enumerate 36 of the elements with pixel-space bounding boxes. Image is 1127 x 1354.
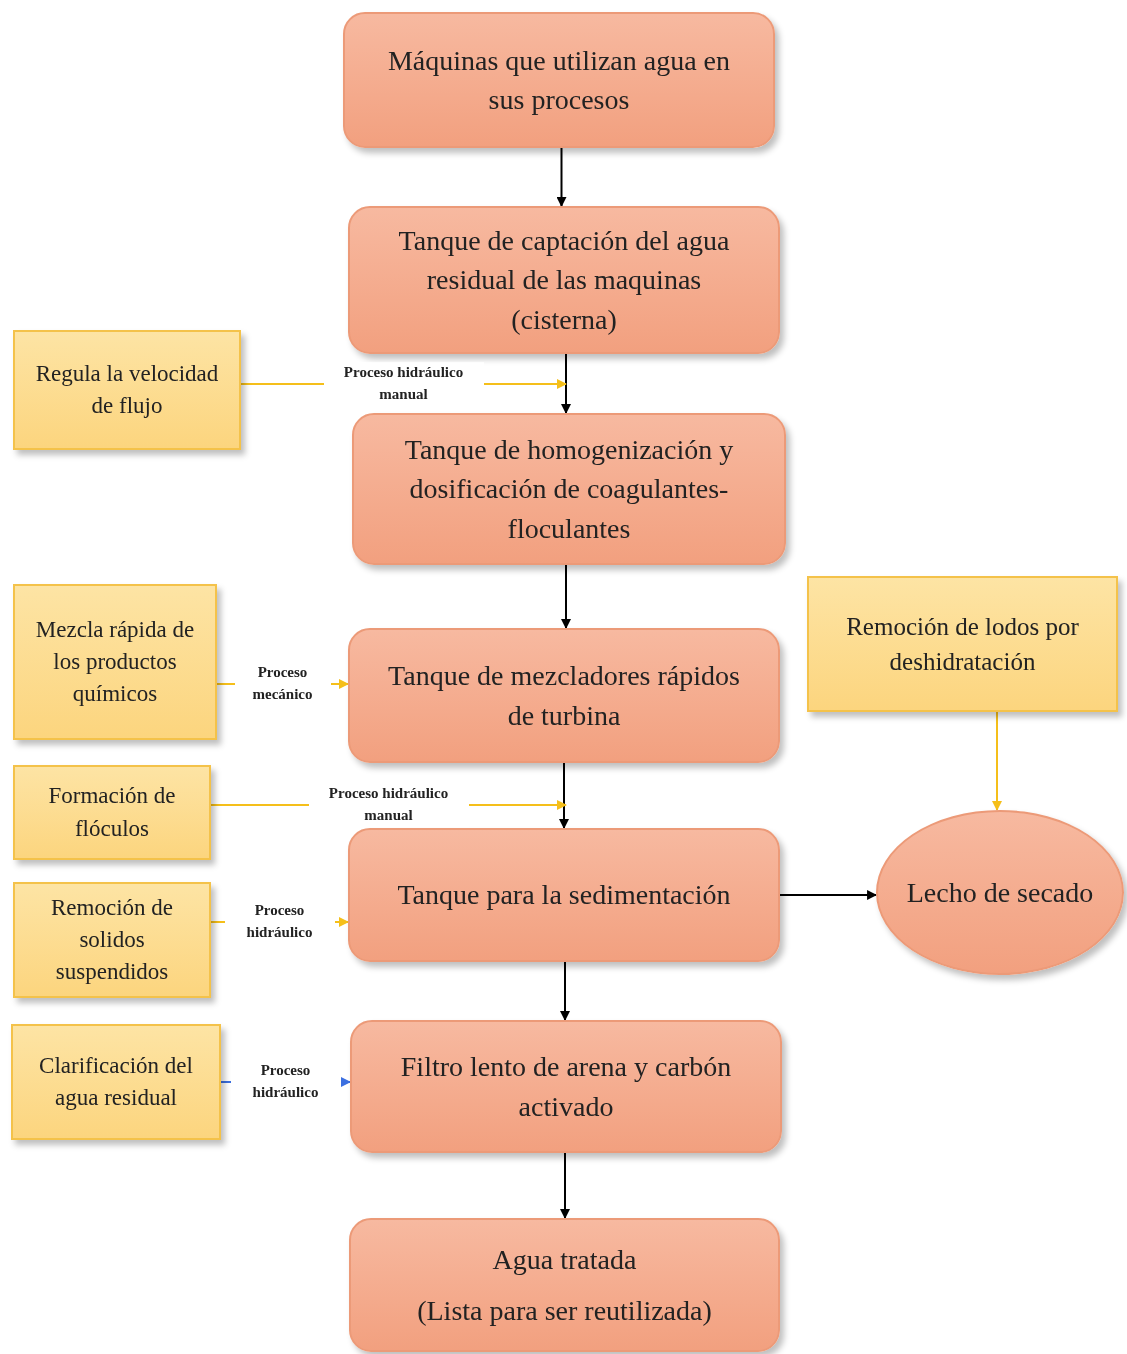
arrow <box>559 762 569 829</box>
process-box <box>348 828 780 962</box>
note-box <box>11 1024 221 1140</box>
node-text: Tanque de homogenización y dosificación de coagulantes-floculantes <box>403 433 735 546</box>
node-text: Clarificación del agua residual <box>38 1051 194 1112</box>
arrow <box>992 711 1002 811</box>
node-text: Mezcla rápida de los productos químicos <box>35 615 195 709</box>
node-text: Tanque de captación del agua residual de las maquinas (cisterna) <box>397 224 731 337</box>
arrow <box>561 353 571 414</box>
process-box <box>348 206 780 354</box>
process-box <box>350 1020 782 1153</box>
arrow <box>560 1152 570 1219</box>
process-box <box>343 12 775 148</box>
node-text: Formación de flóculos <box>47 782 177 843</box>
note-box <box>13 765 211 860</box>
node-text: Remoción de lodos por deshidratación <box>845 612 1080 677</box>
process-box <box>352 413 786 565</box>
note-box <box>807 576 1118 712</box>
node-text: Lecho de secado <box>906 875 1094 910</box>
arrow <box>779 890 878 900</box>
process-box <box>349 1218 780 1352</box>
note-box <box>13 584 217 740</box>
node-text: Tanque de mezcladores rápidos de turbina <box>387 659 741 733</box>
node-text: Filtro lento de arena y carbón activado <box>399 1050 733 1124</box>
node-text: (Lista para ser reutilizada) <box>417 1294 712 1328</box>
process-box <box>348 628 780 763</box>
arrow <box>556 147 567 207</box>
node-text: Regula la velocidad de flujo <box>35 359 219 420</box>
arrow <box>561 564 571 629</box>
note-box <box>13 882 211 998</box>
node-text: Remoción de solidos suspendidos <box>50 893 174 987</box>
node-text: Máquinas que utilizan agua en sus procesos <box>386 43 732 117</box>
node-text: Agua tratada <box>492 1242 637 1277</box>
node-text: Tanque para la sedimentación <box>397 878 731 913</box>
note-box <box>13 330 241 450</box>
arrow <box>560 961 570 1021</box>
